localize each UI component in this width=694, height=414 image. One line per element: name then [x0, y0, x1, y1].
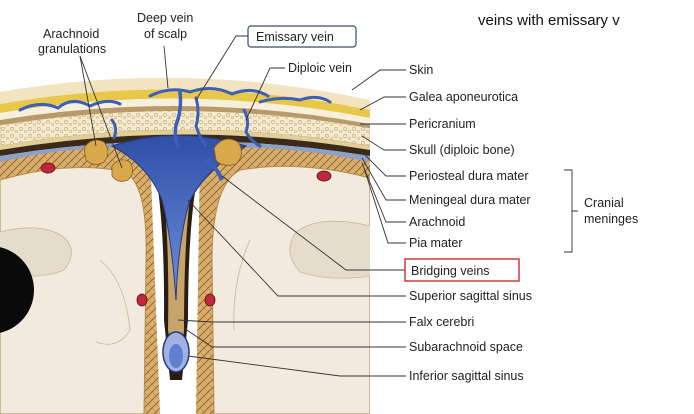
- galea-layer: [0, 89, 370, 118]
- bridging-vein: [204, 158, 224, 181]
- presenter-overlay-circle: [0, 247, 34, 333]
- label-meningeal-dura: Meningeal dura mater: [409, 193, 531, 207]
- meningeal-arteries: [40, 162, 332, 307]
- label-subarachnoid-space: Subarachnoid space: [409, 340, 523, 354]
- label-skin: Skin: [409, 63, 433, 77]
- label-inferior-sagittal-sinus: Inferior sagittal sinus: [409, 369, 524, 383]
- inner-table: [0, 130, 370, 150]
- label-arachnoid: Arachnoid: [409, 215, 465, 229]
- label-deep-vein-line2: of scalp: [144, 27, 187, 41]
- label-arachnoid-granulations-line2: granulations: [38, 42, 106, 56]
- emissary-vein-box: [247, 25, 357, 48]
- arachnoid-granulations: [83, 138, 242, 182]
- bridging-veins-box: [404, 258, 520, 282]
- slide-title: veins with emissary v: [478, 12, 620, 29]
- label-pia-mater: Pia mater: [409, 236, 463, 250]
- label-emissary-vein: Emissary vein: [256, 30, 334, 44]
- label-deep-vein-line1: Deep vein: [137, 11, 193, 25]
- label-periosteal-dura: Periosteal dura mater: [409, 169, 529, 183]
- label-diploic-vein: Diploic vein: [288, 61, 352, 75]
- label-bridging-veins: Bridging veins: [411, 264, 490, 278]
- scalp-veins: [18, 87, 332, 148]
- skin-layer: [0, 77, 370, 110]
- pericranium-layer: [0, 105, 370, 128]
- label-galea-aponeurotica: Galea aponeurotica: [409, 90, 518, 104]
- superior-sagittal-sinus: [110, 135, 248, 301]
- label-superior-sagittal-sinus: Superior sagittal sinus: [409, 289, 532, 303]
- label-skull: Skull (diploic bone): [409, 143, 515, 157]
- periosteal-dura: [0, 134, 370, 156]
- label-cranial: Cranial: [584, 196, 624, 210]
- label-arachnoid-granulations-line1: Arachnoid: [43, 27, 99, 41]
- meninges-bracket: [564, 169, 578, 253]
- label-falx-cerebri: Falx cerebri: [409, 315, 474, 329]
- label-meninges: meninges: [584, 212, 638, 226]
- label-pericranium: Pericranium: [409, 117, 476, 131]
- leader-lines: [79, 35, 406, 377]
